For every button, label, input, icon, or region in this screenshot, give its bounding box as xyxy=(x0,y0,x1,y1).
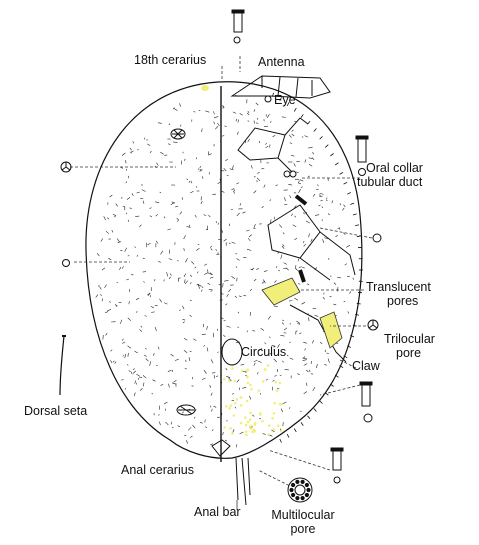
circulus-shape xyxy=(222,339,242,365)
label-multilocular-2: pore xyxy=(266,522,340,536)
label-trilocular-2: pore xyxy=(396,346,421,360)
trilocular-pore-icon-right xyxy=(368,320,378,330)
label-eye: Eye xyxy=(274,93,296,107)
label-translucent-2: pores xyxy=(387,294,418,308)
marginal-setae xyxy=(272,93,363,443)
label-antenna: Antenna xyxy=(258,55,305,69)
anal-bar-structure xyxy=(236,458,250,505)
label-anal-bar: Anal bar xyxy=(194,505,241,519)
label-multilocular-1: Multilocular xyxy=(266,508,340,522)
label-18th-cerarius: 18th cerarius xyxy=(134,53,206,67)
trilocular-pore-icon xyxy=(61,162,71,172)
label-trilocular-1: Trilocular xyxy=(384,332,435,346)
label-translucent-1: Translucent xyxy=(366,280,431,294)
tubular-duct-icon xyxy=(232,10,372,483)
label-claw: Claw xyxy=(352,359,380,373)
label-dorsal-seta: Dorsal seta xyxy=(24,404,87,418)
label-circulus: Circulus xyxy=(241,345,286,359)
label-oral-collar-2: tubular duct xyxy=(357,175,422,189)
translucent-pores-shapes xyxy=(201,85,342,348)
label-anal-cerarius: Anal cerarius xyxy=(121,463,194,477)
surface-stipple xyxy=(96,95,354,447)
multilocular-pore-icon xyxy=(288,478,312,502)
label-oral-collar-1: Oral collar xyxy=(366,161,423,175)
dorsal-seta-icon xyxy=(60,336,64,395)
